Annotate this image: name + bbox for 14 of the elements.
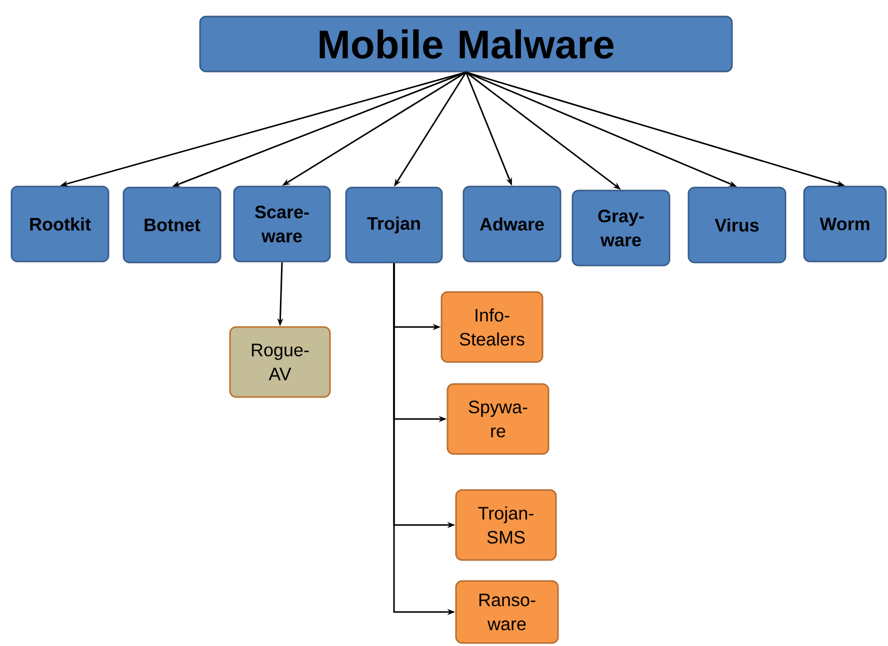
subtype-box: Rogue- AV — [229, 326, 331, 398]
category-box: Virus — [688, 186, 786, 264]
category-box: Trojan — [345, 186, 443, 264]
category-box: Gray- ware — [572, 190, 670, 266]
subtype-box: Info- Stealers — [440, 291, 544, 363]
category-box: Adware — [462, 186, 562, 262]
category-box: Rootkit — [10, 186, 110, 262]
category-box: Mobile Malware — [199, 16, 733, 72]
subtype-box: Ranso- ware — [455, 580, 559, 644]
subtype-box: Trojan- SMS — [455, 489, 557, 561]
subtype-box: Spywa- re — [446, 383, 550, 455]
category-box: Worm — [803, 186, 887, 262]
category-box: Botnet — [122, 186, 222, 264]
category-box: Scare- ware — [233, 186, 331, 262]
